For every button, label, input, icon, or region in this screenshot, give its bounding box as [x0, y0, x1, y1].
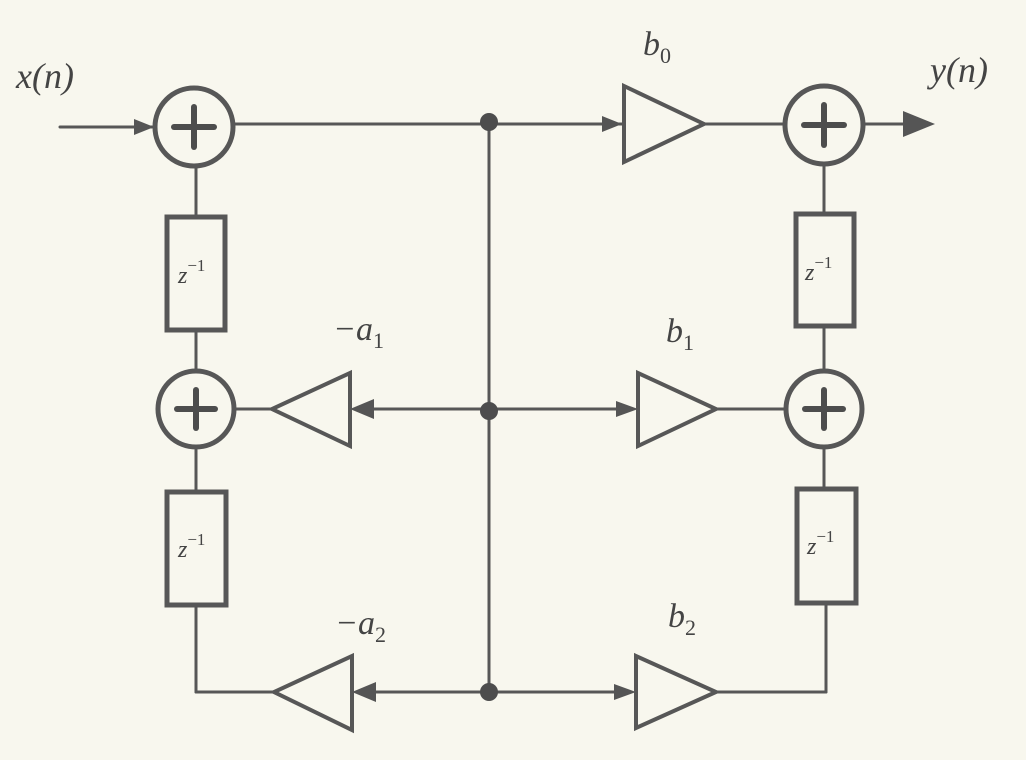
delay-left-2: z−1	[164, 489, 229, 608]
gain-neg-a2	[269, 652, 354, 734]
adder-right-middle	[783, 368, 865, 450]
svg-text:z−1: z−1	[177, 530, 205, 563]
junctions	[480, 113, 498, 701]
svg-text:z−1: z−1	[177, 256, 205, 289]
adder-left-middle	[155, 368, 237, 450]
input-arrowhead	[134, 119, 154, 135]
b0-arrowhead	[602, 116, 622, 132]
delay-right-1: z−1	[793, 211, 857, 329]
b1-arrowhead	[616, 401, 638, 417]
output-label: y(n)	[927, 50, 988, 90]
junction-bottom	[480, 683, 498, 701]
gain-b2	[634, 652, 721, 732]
label-b0: b0	[643, 26, 671, 68]
arrowheads	[134, 111, 935, 702]
label-b1: b1	[666, 313, 694, 355]
b2-arrowhead	[614, 684, 636, 700]
junction-middle	[480, 402, 498, 420]
adder-left-top	[152, 85, 236, 169]
junction-top	[480, 113, 498, 131]
gain-neg-a1	[267, 369, 352, 450]
output-arrowhead	[903, 111, 935, 137]
label-b2: b2	[668, 598, 696, 640]
delay-right-2: z−1	[794, 486, 859, 606]
input-label: x(n)	[15, 56, 74, 96]
neg-a1-arrowhead	[350, 399, 374, 419]
delay-left-1: z−1	[164, 214, 228, 333]
svg-text:z−1: z−1	[806, 527, 834, 560]
label-neg-a1: −a1	[333, 311, 384, 353]
label-neg-a2: −a2	[335, 605, 386, 647]
gain-b1	[636, 369, 721, 450]
svg-text:z−1: z−1	[804, 253, 832, 286]
gain-b0	[622, 82, 709, 166]
adder-right-top	[782, 83, 866, 167]
neg-a2-arrowhead	[352, 682, 376, 702]
